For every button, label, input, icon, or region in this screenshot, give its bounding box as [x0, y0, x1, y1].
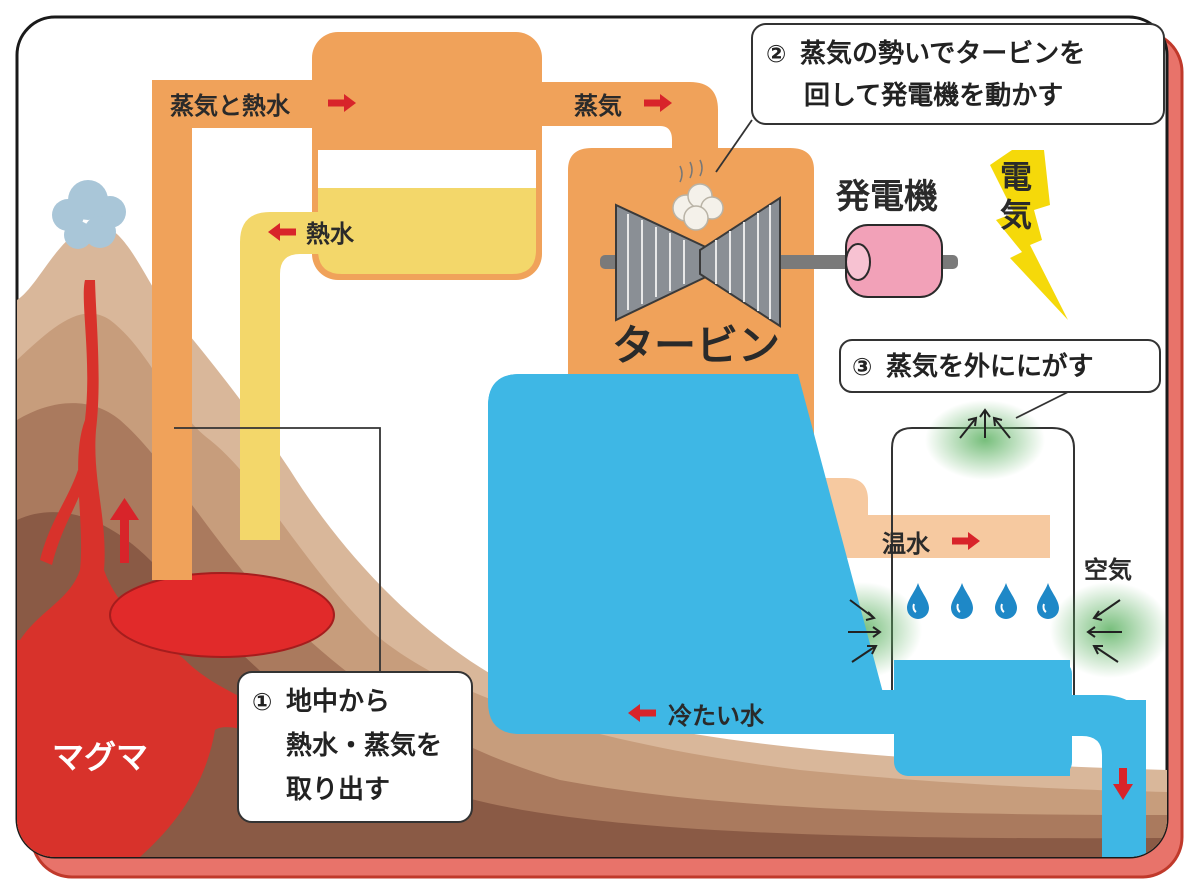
- callout-step1-num: ①: [252, 688, 272, 716]
- steam-hot-water-pipe: [152, 80, 320, 580]
- exhaust-glow-right: [1050, 582, 1167, 678]
- label-hot-water: 熱水: [306, 220, 355, 248]
- callout-step3-text: 蒸気を外ににがす: [886, 351, 1093, 382]
- label-electricity-char-2: 気: [1000, 196, 1032, 234]
- callout-step2: ② 蒸気の勢いでタービンを 回して発電機を動かす: [751, 23, 1165, 125]
- generator: [845, 224, 943, 298]
- steam-puff-lines: [679, 159, 703, 183]
- callout-step1-line2: 熱水・蒸気を: [286, 730, 442, 761]
- callout-step2-num: ②: [766, 40, 786, 68]
- turbine-rotor: [615, 196, 781, 328]
- cold-water-pipe-inner: [488, 374, 894, 734]
- air-arrows: [848, 408, 1122, 663]
- arrow-outlet-down: [1113, 768, 1133, 800]
- label-steam-hot-water: 蒸気と熱水: [170, 92, 291, 120]
- callout-step3-num: ③: [852, 353, 872, 381]
- label-air: 空気: [1084, 556, 1132, 584]
- label-electricity-char-1: 電: [1000, 158, 1032, 196]
- callout-step2-line2: 回して発電機を動かす: [804, 81, 1063, 111]
- label-steam: 蒸気: [574, 92, 622, 120]
- callout-step1-line3: 取り出す: [286, 775, 390, 805]
- label-turbine: タービン: [612, 321, 780, 370]
- label-warm-water: 温水: [882, 530, 931, 558]
- callout-step1-line1: 地中から: [286, 687, 390, 717]
- smoke-cloud: [52, 180, 126, 249]
- magma-chamber: [109, 572, 335, 658]
- callout-step3: ③ 蒸気を外ににがす: [839, 339, 1161, 393]
- label-cold-water: 冷たい水: [668, 702, 765, 730]
- label-electricity: 電 気: [1000, 158, 1043, 234]
- separator-tank: [312, 32, 542, 280]
- steam-puff: [672, 183, 724, 231]
- magma-up-arrow: [110, 498, 139, 563]
- label-generator: 発電機: [836, 177, 938, 217]
- callout-step1: ① 地中から 熱水・蒸気を 取り出す: [237, 671, 473, 823]
- cooling-tower-basin: [894, 660, 1072, 776]
- exhaust-glow-top: [925, 400, 1045, 480]
- steam-pipe: [540, 82, 718, 168]
- hot-water-pipe: [240, 212, 320, 540]
- magma: [17, 280, 300, 857]
- label-magma: マグマ: [52, 738, 148, 776]
- callout-step2-line1: 蒸気の勢いでタービンを: [800, 38, 1085, 69]
- callout-lines: [174, 119, 1069, 672]
- lightning-bolt: [990, 150, 1068, 320]
